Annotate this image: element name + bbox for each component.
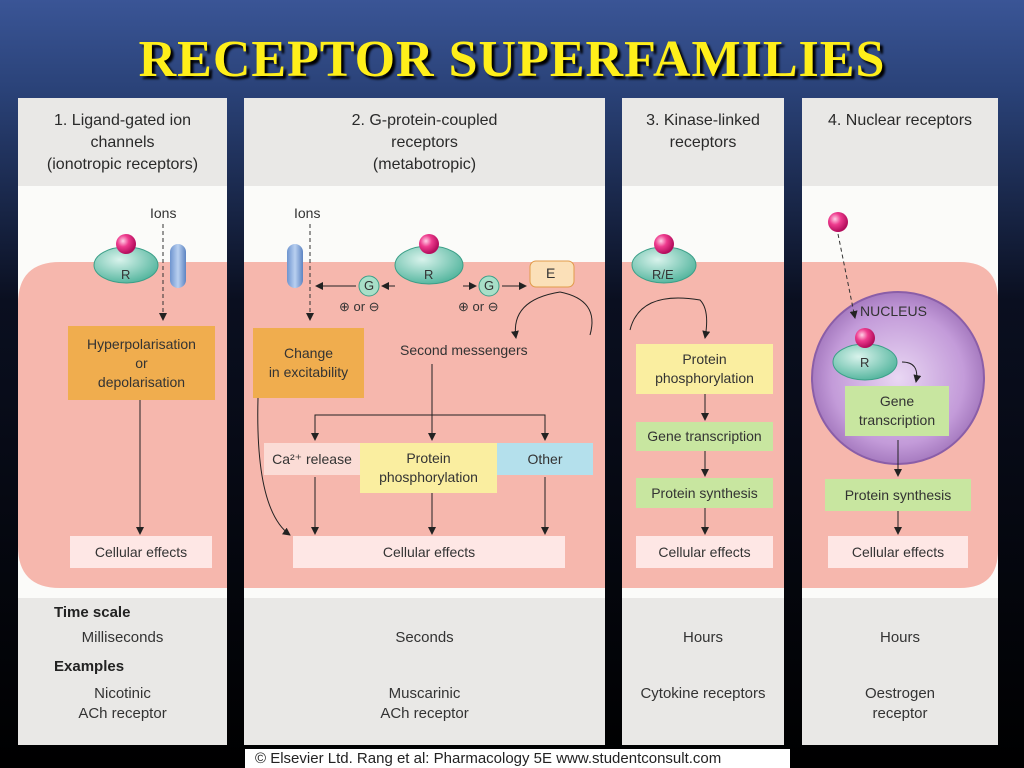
ion-channel-2 — [287, 244, 303, 288]
examples-label: Examples — [54, 658, 125, 675]
example-1: Nicotinic ACh receptor — [78, 685, 167, 722]
g-protein-left — [358, 275, 380, 297]
gene-transcription-box-3: Gene transcription — [636, 422, 773, 451]
cellular-effects-4: Cellular effects — [828, 536, 968, 568]
g-label-right: G — [484, 278, 495, 293]
second-messengers-label: Second messengers — [400, 342, 528, 358]
cellular-effects-3: Cellular effects — [636, 536, 773, 568]
receptor-label-2: R — [424, 267, 434, 282]
time-scale-1: Milliseconds — [81, 629, 164, 646]
footer-3: Hours Cytokine receptors — [622, 598, 784, 745]
change-excitability-box: Change in excitability — [253, 328, 364, 398]
receptor-enzyme-label: R/E — [652, 267, 674, 282]
example-4: Oestrogen receptor — [864, 685, 936, 722]
effector-box — [529, 260, 575, 288]
nucleus-label: NUCLEUS — [860, 303, 927, 319]
cellular-effects-2: Cellular effects — [293, 536, 565, 568]
footer-1: Time scale Milliseconds Examples Nicotin… — [18, 598, 227, 745]
slide-title: RECEPTOR SUPERFAMILIES — [138, 31, 886, 88]
other-box: Other — [497, 443, 593, 475]
footer-2: Seconds Muscarinic ACh receptor — [244, 598, 605, 745]
time-scale-3: Hours — [682, 629, 723, 646]
plus-minus-right: ⊕ or ⊖ — [458, 299, 499, 314]
ligand-1 — [116, 234, 136, 254]
hyperpolarisation-box: Hyperpolarisation or depolarisation — [68, 326, 215, 400]
copyright-credit: © Elsevier Ltd. Rang et al: Pharmacology… — [245, 749, 790, 768]
column-header-1: 1. Ligand-gated ion channels (ionotropic… — [18, 98, 227, 186]
ligand-4-bound — [855, 328, 875, 348]
ions-label-2: Ions — [294, 205, 321, 221]
receptor-label-4: R — [860, 355, 870, 370]
ions-label-1: Ions — [150, 205, 177, 221]
example-3: Cytokine receptors — [640, 685, 766, 702]
ligand-4 — [828, 212, 848, 232]
time-scale-label: Time scale — [54, 604, 131, 621]
example-2: Muscarinic ACh receptor — [380, 685, 469, 722]
time-scale-2: Seconds — [395, 629, 454, 646]
g-label-left: G — [364, 278, 375, 293]
column-header-2: 2. G-protein-coupled receptors (metabotr… — [244, 98, 605, 186]
footer-4: Hours Oestrogen receptor — [802, 598, 998, 745]
protein-synthesis-box-3: Protein synthesis — [636, 478, 773, 508]
ligand-3 — [654, 234, 674, 254]
gene-transcription-box-4: Gene transcription — [845, 386, 949, 436]
protein-synthesis-box-4: Protein synthesis — [825, 479, 971, 511]
cellular-effects-1: Cellular effects — [70, 536, 212, 568]
receptor-label-1: R — [121, 267, 131, 282]
g-protein-right — [478, 275, 500, 297]
time-scale-4: Hours — [879, 629, 920, 646]
effector-label: E — [546, 265, 556, 281]
plus-minus-left: ⊕ or ⊖ — [339, 299, 380, 314]
protein-phosphorylation-box-3: Protein phosphorylation — [636, 344, 773, 394]
column-header-3: 3. Kinase-linked receptors — [622, 98, 784, 186]
column-header-4: 4. Nuclear receptors — [802, 98, 998, 186]
protein-phosphorylation-box-2: Protein phosphorylation — [360, 443, 497, 493]
ca-release-box: Ca²⁺ release — [264, 443, 360, 475]
ligand-2 — [419, 234, 439, 254]
ion-channel-1 — [170, 244, 186, 288]
